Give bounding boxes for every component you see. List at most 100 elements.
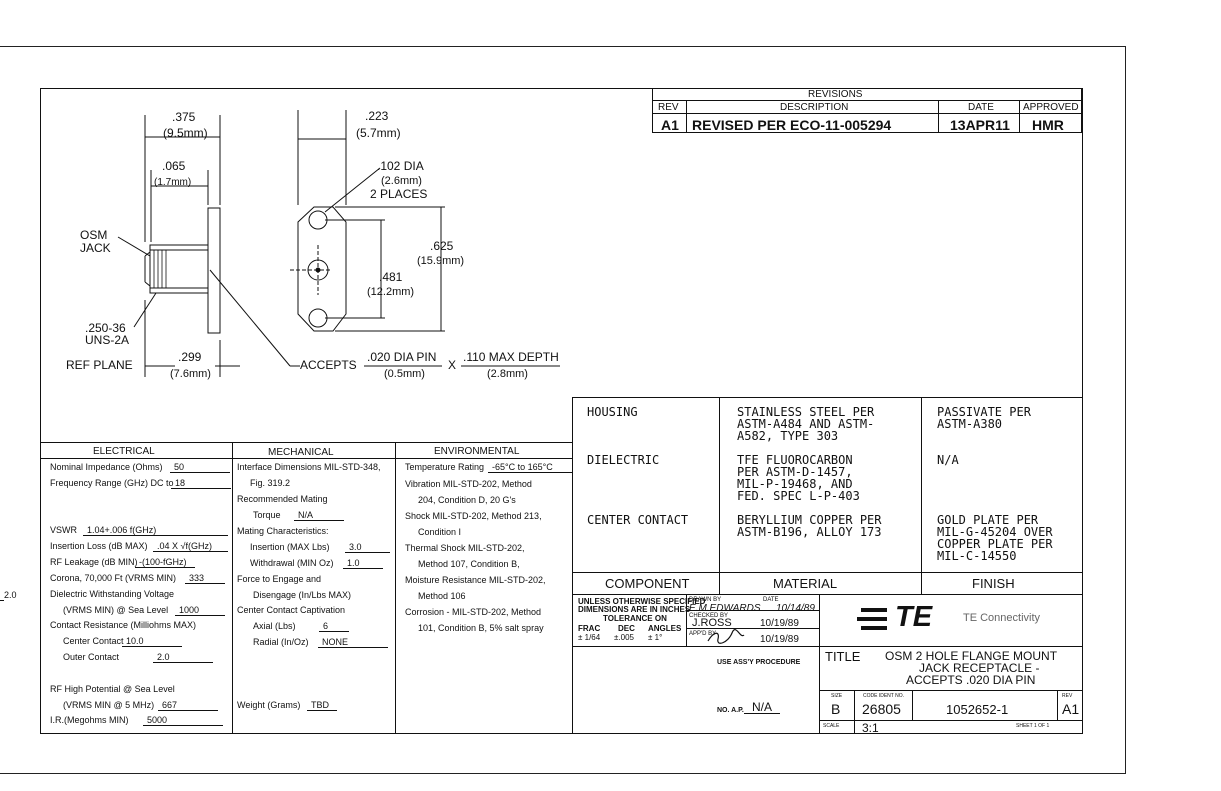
title-label: TITLE bbox=[825, 649, 861, 664]
environmental-label: Vibration MIL-STD-202, Method bbox=[405, 479, 532, 489]
mechanical-value: TBD bbox=[307, 701, 337, 711]
mechanical-label: Fig. 319.2 bbox=[250, 478, 291, 488]
approver-signature bbox=[707, 629, 745, 644]
jack-label: JACK bbox=[80, 241, 111, 255]
size-value: B bbox=[831, 701, 841, 717]
electrical-label: Insertion Loss (dB MAX) bbox=[50, 541, 148, 551]
dim-375-mm: (9.5mm) bbox=[163, 126, 208, 140]
mount-hole-top bbox=[308, 210, 328, 230]
mechanical-header: MECHANICAL bbox=[268, 447, 334, 458]
drawing-sheet bbox=[0, 46, 1126, 774]
electrical-label: (VRMS MIN) @ Sea Level bbox=[63, 605, 169, 615]
electrical-value: 333 bbox=[185, 574, 225, 584]
sheet-number: SHEET 1 OF 1 bbox=[1016, 723, 1050, 729]
material-center-contact: BERYLLIUM COPPER PER ASTM-B196, ALLOY 17… bbox=[737, 513, 882, 539]
electrical-label: RF Leakage (dB MIN) bbox=[50, 557, 138, 567]
tol-angles: ANGLES bbox=[648, 624, 682, 633]
revisions-title: REVISIONS bbox=[808, 89, 863, 100]
mechanical-label: Interface Dimensions MIL-STD-348, bbox=[237, 462, 381, 472]
hole-dia-mm: (2.6mm) bbox=[381, 175, 422, 187]
dim-223: .223 bbox=[365, 109, 389, 123]
size-label: SIZE bbox=[831, 693, 843, 699]
mechanical-label: Axial (Lbs) bbox=[253, 621, 296, 631]
electrical-label: Dielectric Withstanding Voltage bbox=[50, 589, 175, 599]
electrical-header: ELECTRICAL bbox=[93, 446, 155, 457]
electrical-label: Corona, 70,000 Ft (VRMS MIN) bbox=[50, 573, 177, 583]
ref-plane-label: REF PLANE bbox=[66, 358, 133, 372]
mechanical-value: N/A bbox=[294, 511, 344, 521]
electrical-value: 667 bbox=[158, 701, 218, 711]
environmental-label: Method 107, Condition B, bbox=[418, 559, 520, 569]
electrical-label: (VRMS MIN @ 5 MHz) bbox=[63, 700, 155, 710]
component-header: COMPONENT bbox=[605, 576, 690, 591]
environmental-label: Moisture Resistance MIL-STD-202, bbox=[405, 575, 546, 585]
environmental-label: 204, Condition D, 20 G's bbox=[418, 495, 516, 505]
drawn-by-label: DRAWN BY bbox=[689, 597, 722, 603]
electrical-label: I.R.(Megohms MIN) bbox=[50, 715, 129, 725]
mechanical-label: Recommended Mating bbox=[237, 494, 328, 504]
dim-299-mm: (7.6mm) bbox=[170, 368, 211, 380]
company-name: TE Connectivity bbox=[963, 612, 1041, 624]
dim-065: .065 bbox=[162, 159, 186, 173]
mechanical-label: Force to Engage and bbox=[237, 574, 322, 584]
rev-date: 13APR11 bbox=[950, 117, 1010, 133]
rev-value: A1 bbox=[661, 117, 679, 133]
accepts-label: ACCEPTS bbox=[300, 358, 357, 372]
rev-approved: HMR bbox=[1032, 117, 1064, 133]
environmental-header: ENVIRONMENTAL bbox=[434, 446, 520, 457]
drawing-number: 1052652-1 bbox=[946, 702, 1009, 717]
hole-dia: .102 DIA bbox=[377, 159, 424, 173]
finish-housing: PASSIVATE PER ASTM-A380 bbox=[937, 405, 1031, 431]
electrical-value: 1000 bbox=[175, 606, 225, 616]
environmental-label: Condition I bbox=[418, 527, 462, 537]
electrical-label: Outer Contact bbox=[63, 652, 120, 662]
max-depth: .110 MAX DEPTH bbox=[463, 350, 559, 364]
electrical-label: Frequency Range (GHz) DC to bbox=[50, 478, 174, 488]
environmental-label: 101, Condition B, 5% salt spray bbox=[418, 623, 544, 633]
material-dielectric: TFE FLUOROCARBON PER ASTM-D-1457, MIL-P-… bbox=[737, 453, 860, 503]
mechanical-value: 6 bbox=[319, 622, 349, 632]
material-header: MATERIAL bbox=[773, 576, 838, 591]
drawn-date: 10/14/89 bbox=[776, 603, 815, 614]
max-depth-mm: (2.8mm) bbox=[487, 368, 528, 380]
dims-in-inches: DIMENSIONS ARE IN INCHES bbox=[578, 605, 691, 614]
electrical-value: 1.04+.006 f(GHz) bbox=[83, 526, 228, 536]
mechanical-value: 3.0 bbox=[345, 543, 390, 553]
finish-dielectric: N/A bbox=[937, 453, 959, 467]
tol-dec-value: ±.005 bbox=[614, 633, 634, 642]
scale-label: SCALE bbox=[823, 723, 840, 729]
dim-481-mm: (12.2mm) bbox=[367, 286, 415, 298]
component-center-contact: CENTER CONTACT bbox=[587, 513, 689, 527]
tol-frac-value: ± 1/64 bbox=[578, 633, 601, 642]
unless-otherwise: UNLESS OTHERWISE SPECIFIED bbox=[578, 597, 706, 606]
date-header: DATE bbox=[968, 102, 994, 113]
checked-date: 10/19/89 bbox=[760, 618, 799, 629]
pin-dia-mm: (0.5mm) bbox=[384, 368, 425, 380]
environmental-label: Shock MIL-STD-202, Method 213, bbox=[405, 511, 542, 521]
tol-ang-value: ± 1° bbox=[648, 633, 663, 642]
dim-299: .299 bbox=[178, 350, 202, 364]
no-ap-value: N/A bbox=[744, 701, 781, 714]
times-sign: X bbox=[448, 358, 457, 372]
component-housing: HOUSING bbox=[587, 405, 638, 419]
approved-by-label: APP'D BY bbox=[689, 631, 717, 637]
material-housing: STAINLESS STEEL PER ASTM-A484 AND ASTM- … bbox=[737, 405, 875, 443]
thread-size: .250-36 bbox=[85, 321, 126, 335]
mechanical-label: Center Contact Captivation bbox=[237, 605, 346, 615]
rev-description: REVISED PER ECO-11-005294 bbox=[692, 117, 892, 133]
electrical-value: 5000 bbox=[143, 716, 223, 726]
electrical-value: 50 bbox=[170, 463, 230, 473]
approved-header: APPROVED bbox=[1023, 102, 1079, 113]
hole-count: 2 PLACES bbox=[370, 187, 428, 201]
finish-header: FINISH bbox=[972, 576, 1015, 591]
dim-625-mm: (15.9mm) bbox=[417, 255, 465, 267]
rev-header: REV bbox=[658, 102, 679, 113]
pin-dia: .020 DIA PIN bbox=[367, 350, 437, 364]
sheet-rev-label: REV bbox=[1062, 693, 1073, 699]
connector-body bbox=[149, 244, 209, 294]
use-assy-procedure: USE ASS'Y PROCEDURE bbox=[717, 659, 801, 666]
electrical-label: Contact Resistance (Milliohms MAX) bbox=[50, 620, 197, 630]
dim-481: .481 bbox=[379, 270, 403, 284]
finish-center-contact: GOLD PLATE PER MIL-G-45204 OVER COPPER P… bbox=[937, 513, 1053, 563]
